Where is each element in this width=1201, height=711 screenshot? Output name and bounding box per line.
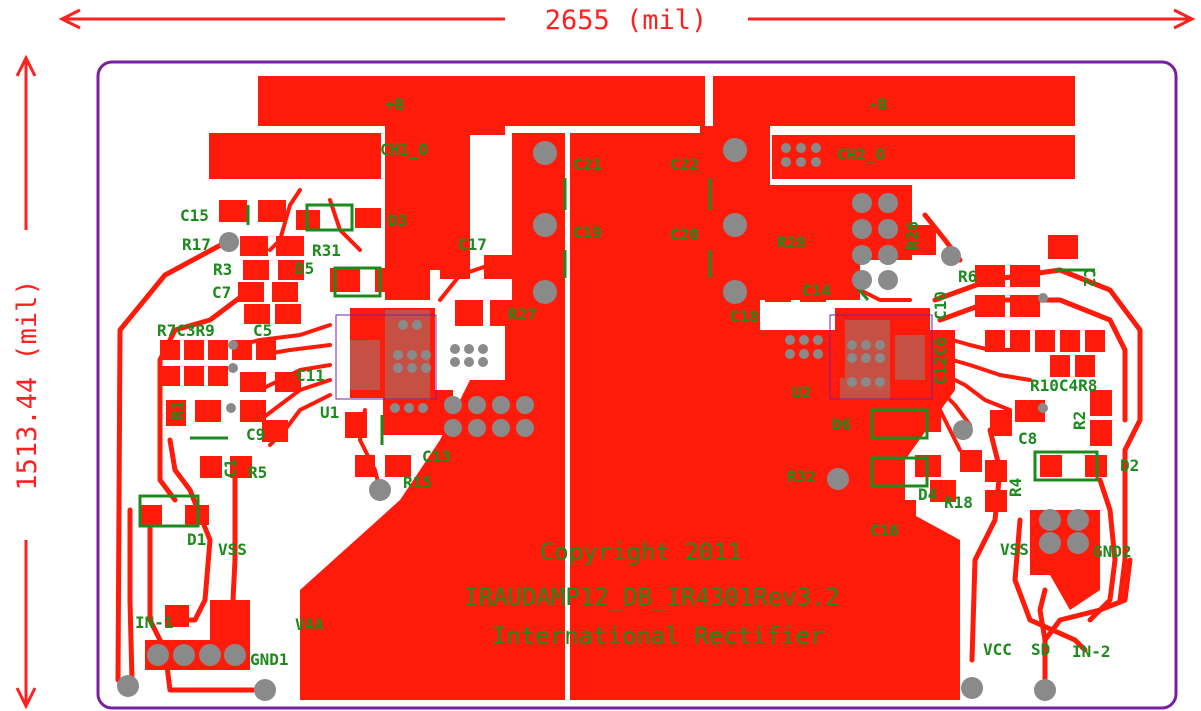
label-c20: C20 <box>670 225 699 244</box>
label-c2: C2 <box>1080 268 1099 287</box>
label-r1: R1 <box>168 401 187 420</box>
label-c7: C7 <box>212 283 231 302</box>
label-r17: R17 <box>182 235 211 254</box>
label-gnd2: GND2 <box>1093 542 1132 561</box>
label-r7-c3-r9: R7C3R9 <box>157 321 215 340</box>
label-r6: R6 <box>958 267 977 286</box>
label-r15: R15 <box>403 473 432 492</box>
label-c1: C1 <box>221 459 240 478</box>
label-u2: U2 <box>792 383 811 402</box>
vias <box>117 138 1089 701</box>
copper-pour <box>209 76 1075 700</box>
label-c10: C10 <box>931 291 950 320</box>
label-r10-c4-r8: R10C4R8 <box>1030 376 1097 395</box>
label-d4: D4 <box>918 485 937 504</box>
label-vaa: VAA <box>295 615 324 634</box>
label-r32: R32 <box>787 467 816 486</box>
label-r28: R28 <box>777 233 806 252</box>
label-r31: R31 <box>312 241 341 260</box>
copyright-line-1: Copyright 2011 <box>540 538 742 566</box>
label-vss-left: VSS <box>218 540 247 559</box>
label-d5: D5 <box>295 259 314 278</box>
label-c21: C21 <box>573 155 602 174</box>
label-ch1-out: CH1_O <box>380 140 428 159</box>
label-ch2-out: CH2_O <box>837 145 885 164</box>
label-c5: C5 <box>253 321 272 340</box>
height-dimension-label: 1513.44 (mil) <box>12 279 43 490</box>
height-dimension: 1513.44 (mil) <box>12 54 43 710</box>
label-vcc: VCC <box>983 640 1012 659</box>
label-c11: C11 <box>296 366 325 385</box>
board-outline <box>96 60 1178 710</box>
label-r4: R4 <box>1006 478 1025 497</box>
label-r18: R18 <box>944 493 973 512</box>
label-sd: SD <box>1031 640 1050 659</box>
label-plus-b: +B <box>385 95 405 114</box>
label-c22: C22 <box>670 155 699 174</box>
label-d3: D3 <box>388 211 407 230</box>
copyright-line-2: IRAUDAMP12_DB_IR4301Rev3.2 <box>464 583 840 611</box>
label-r27: R27 <box>508 305 537 324</box>
label-in-1: IN-1 <box>135 613 174 632</box>
label-c16: C16 <box>870 521 899 540</box>
label-minus-b: -B <box>868 95 888 114</box>
label-in-2: IN-2 <box>1072 642 1111 661</box>
label-d2: D2 <box>1120 456 1139 475</box>
label-c19: C19 <box>573 223 602 242</box>
label-vss-right: VSS <box>1000 540 1029 559</box>
label-r3: R3 <box>213 260 232 279</box>
component-labels: +B -B CH1_O CH2_O C15 R17 R3 C7 R31 D3 D… <box>135 95 1139 669</box>
copyright-line-3: International Rectifier <box>492 622 824 650</box>
label-d1: D1 <box>187 530 206 549</box>
label-c12-c6: C12C6 <box>931 337 950 385</box>
label-r2: R2 <box>1070 411 1089 430</box>
label-gnd1: GND1 <box>250 650 289 669</box>
silkscreen <box>138 178 1099 528</box>
width-dimension-label: 2655 (mil) <box>545 5 708 36</box>
label-c14: C14 <box>802 281 831 300</box>
label-r26: R26 <box>903 221 922 250</box>
label-r5: R5 <box>248 463 267 482</box>
label-c18: C18 <box>730 307 759 326</box>
label-d6: D6 <box>832 415 851 434</box>
label-c13: C13 <box>422 447 451 466</box>
label-c9: C9 <box>246 425 265 444</box>
width-dimension: 2655 (mil) <box>58 5 1196 36</box>
label-c15: C15 <box>180 206 209 225</box>
label-u1: U1 <box>320 403 339 422</box>
label-c17: C17 <box>458 235 487 254</box>
copyright-block: Copyright 2011 IRAUDAMP12_DB_IR4301Rev3.… <box>464 538 840 650</box>
label-c8: C8 <box>1018 429 1037 448</box>
